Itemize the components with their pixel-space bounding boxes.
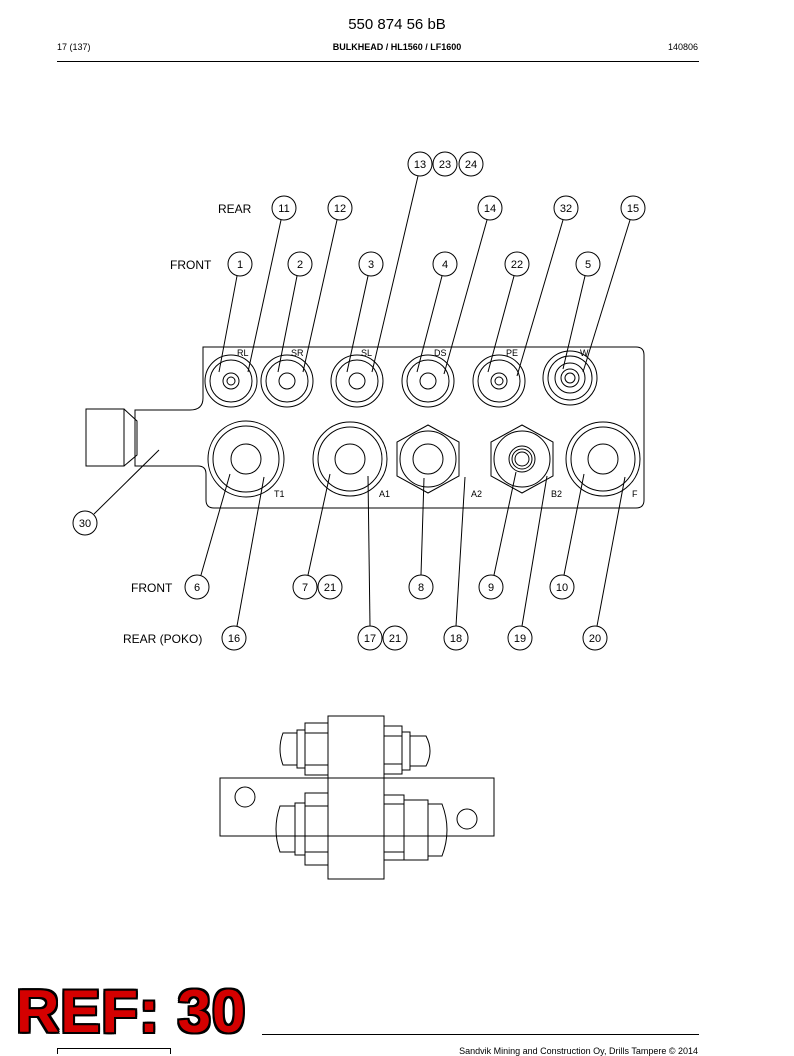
callout-21-front: 21: [324, 582, 336, 594]
fitting-ds: [401, 354, 455, 408]
footer-copyright: Sandvik Mining and Construction Oy, Dril…: [459, 1046, 698, 1056]
callout-13: 13: [414, 159, 426, 171]
fitting-sl: [330, 354, 384, 408]
company-logo: [57, 1048, 171, 1054]
side-view-drawing: [219, 715, 495, 880]
port-label-sr: SR: [291, 348, 304, 358]
callout-10: 10: [556, 582, 568, 594]
bulkhead-plate-outline: [134, 346, 645, 509]
fitting-sr: [260, 354, 314, 408]
callout-23: 23: [439, 159, 451, 171]
header-rule: [57, 61, 699, 62]
callout-19: 19: [514, 633, 526, 645]
callout-8: 8: [418, 582, 424, 594]
callout-11: 11: [278, 203, 289, 215]
callout-16: 16: [228, 633, 240, 645]
callout-20: 20: [589, 633, 601, 645]
ref-tag: REF: 30: [16, 978, 247, 1045]
plate-tab-bevel: [123, 408, 138, 467]
leader-lines: [93, 175, 631, 627]
port-label-a2: A2: [471, 489, 482, 499]
fitting-f: [565, 421, 641, 497]
port-label-f: F: [632, 489, 638, 499]
plate-tab: [85, 408, 125, 467]
callout-22: 22: [511, 259, 523, 271]
callout-circles: [72, 151, 646, 651]
callout-14: 14: [484, 203, 496, 215]
fitting-w: [542, 350, 598, 406]
callout-18: 18: [450, 633, 462, 645]
callout-15: 15: [627, 203, 639, 215]
callout-24: 24: [465, 159, 477, 171]
port-label-ds: DS: [434, 348, 447, 358]
port-label-rl: RL: [237, 348, 249, 358]
fitting-pe: [472, 354, 526, 408]
label-rear-poko: REAR (POKO): [123, 632, 202, 646]
fitting-rl: [204, 354, 258, 408]
callout-3: 3: [368, 259, 374, 271]
callout-4: 4: [442, 259, 448, 271]
port-label-t1: T1: [274, 489, 285, 499]
label-front-bottom: FRONT: [131, 581, 173, 595]
port-label-pe: PE: [506, 348, 518, 358]
callout-5: 5: [585, 259, 591, 271]
label-front-top: FRONT: [170, 258, 212, 272]
callout-21-rear: 21: [389, 633, 401, 645]
port-label-sl: SL: [361, 348, 372, 358]
port-label-a1: A1: [379, 489, 390, 499]
callout-30: 30: [79, 518, 91, 530]
callout-17: 17: [364, 633, 376, 645]
fitting-t1: [207, 420, 285, 498]
port-label-b2: B2: [551, 489, 562, 499]
callout-1: 1: [237, 259, 243, 271]
fitting-a1: [312, 421, 388, 497]
port-label-w: W: [580, 348, 589, 358]
callout-9: 9: [488, 582, 494, 594]
date-code: 140806: [667, 42, 698, 52]
page-number: 17 (137): [57, 42, 91, 52]
document-number: 550 874 56 bB: [348, 16, 446, 33]
page-title: BULKHEAD / HL1560 / LF1600: [332, 42, 462, 52]
callout-32: 32: [560, 203, 572, 215]
callout-6: 6: [194, 582, 200, 594]
fitting-b2: [490, 424, 554, 494]
callout-2: 2: [297, 259, 303, 271]
fitting-a2: [396, 424, 460, 494]
callout-12: 12: [334, 203, 346, 215]
footer-rule: [262, 1034, 699, 1035]
callout-7: 7: [302, 582, 308, 594]
label-rear: REAR: [218, 202, 252, 216]
